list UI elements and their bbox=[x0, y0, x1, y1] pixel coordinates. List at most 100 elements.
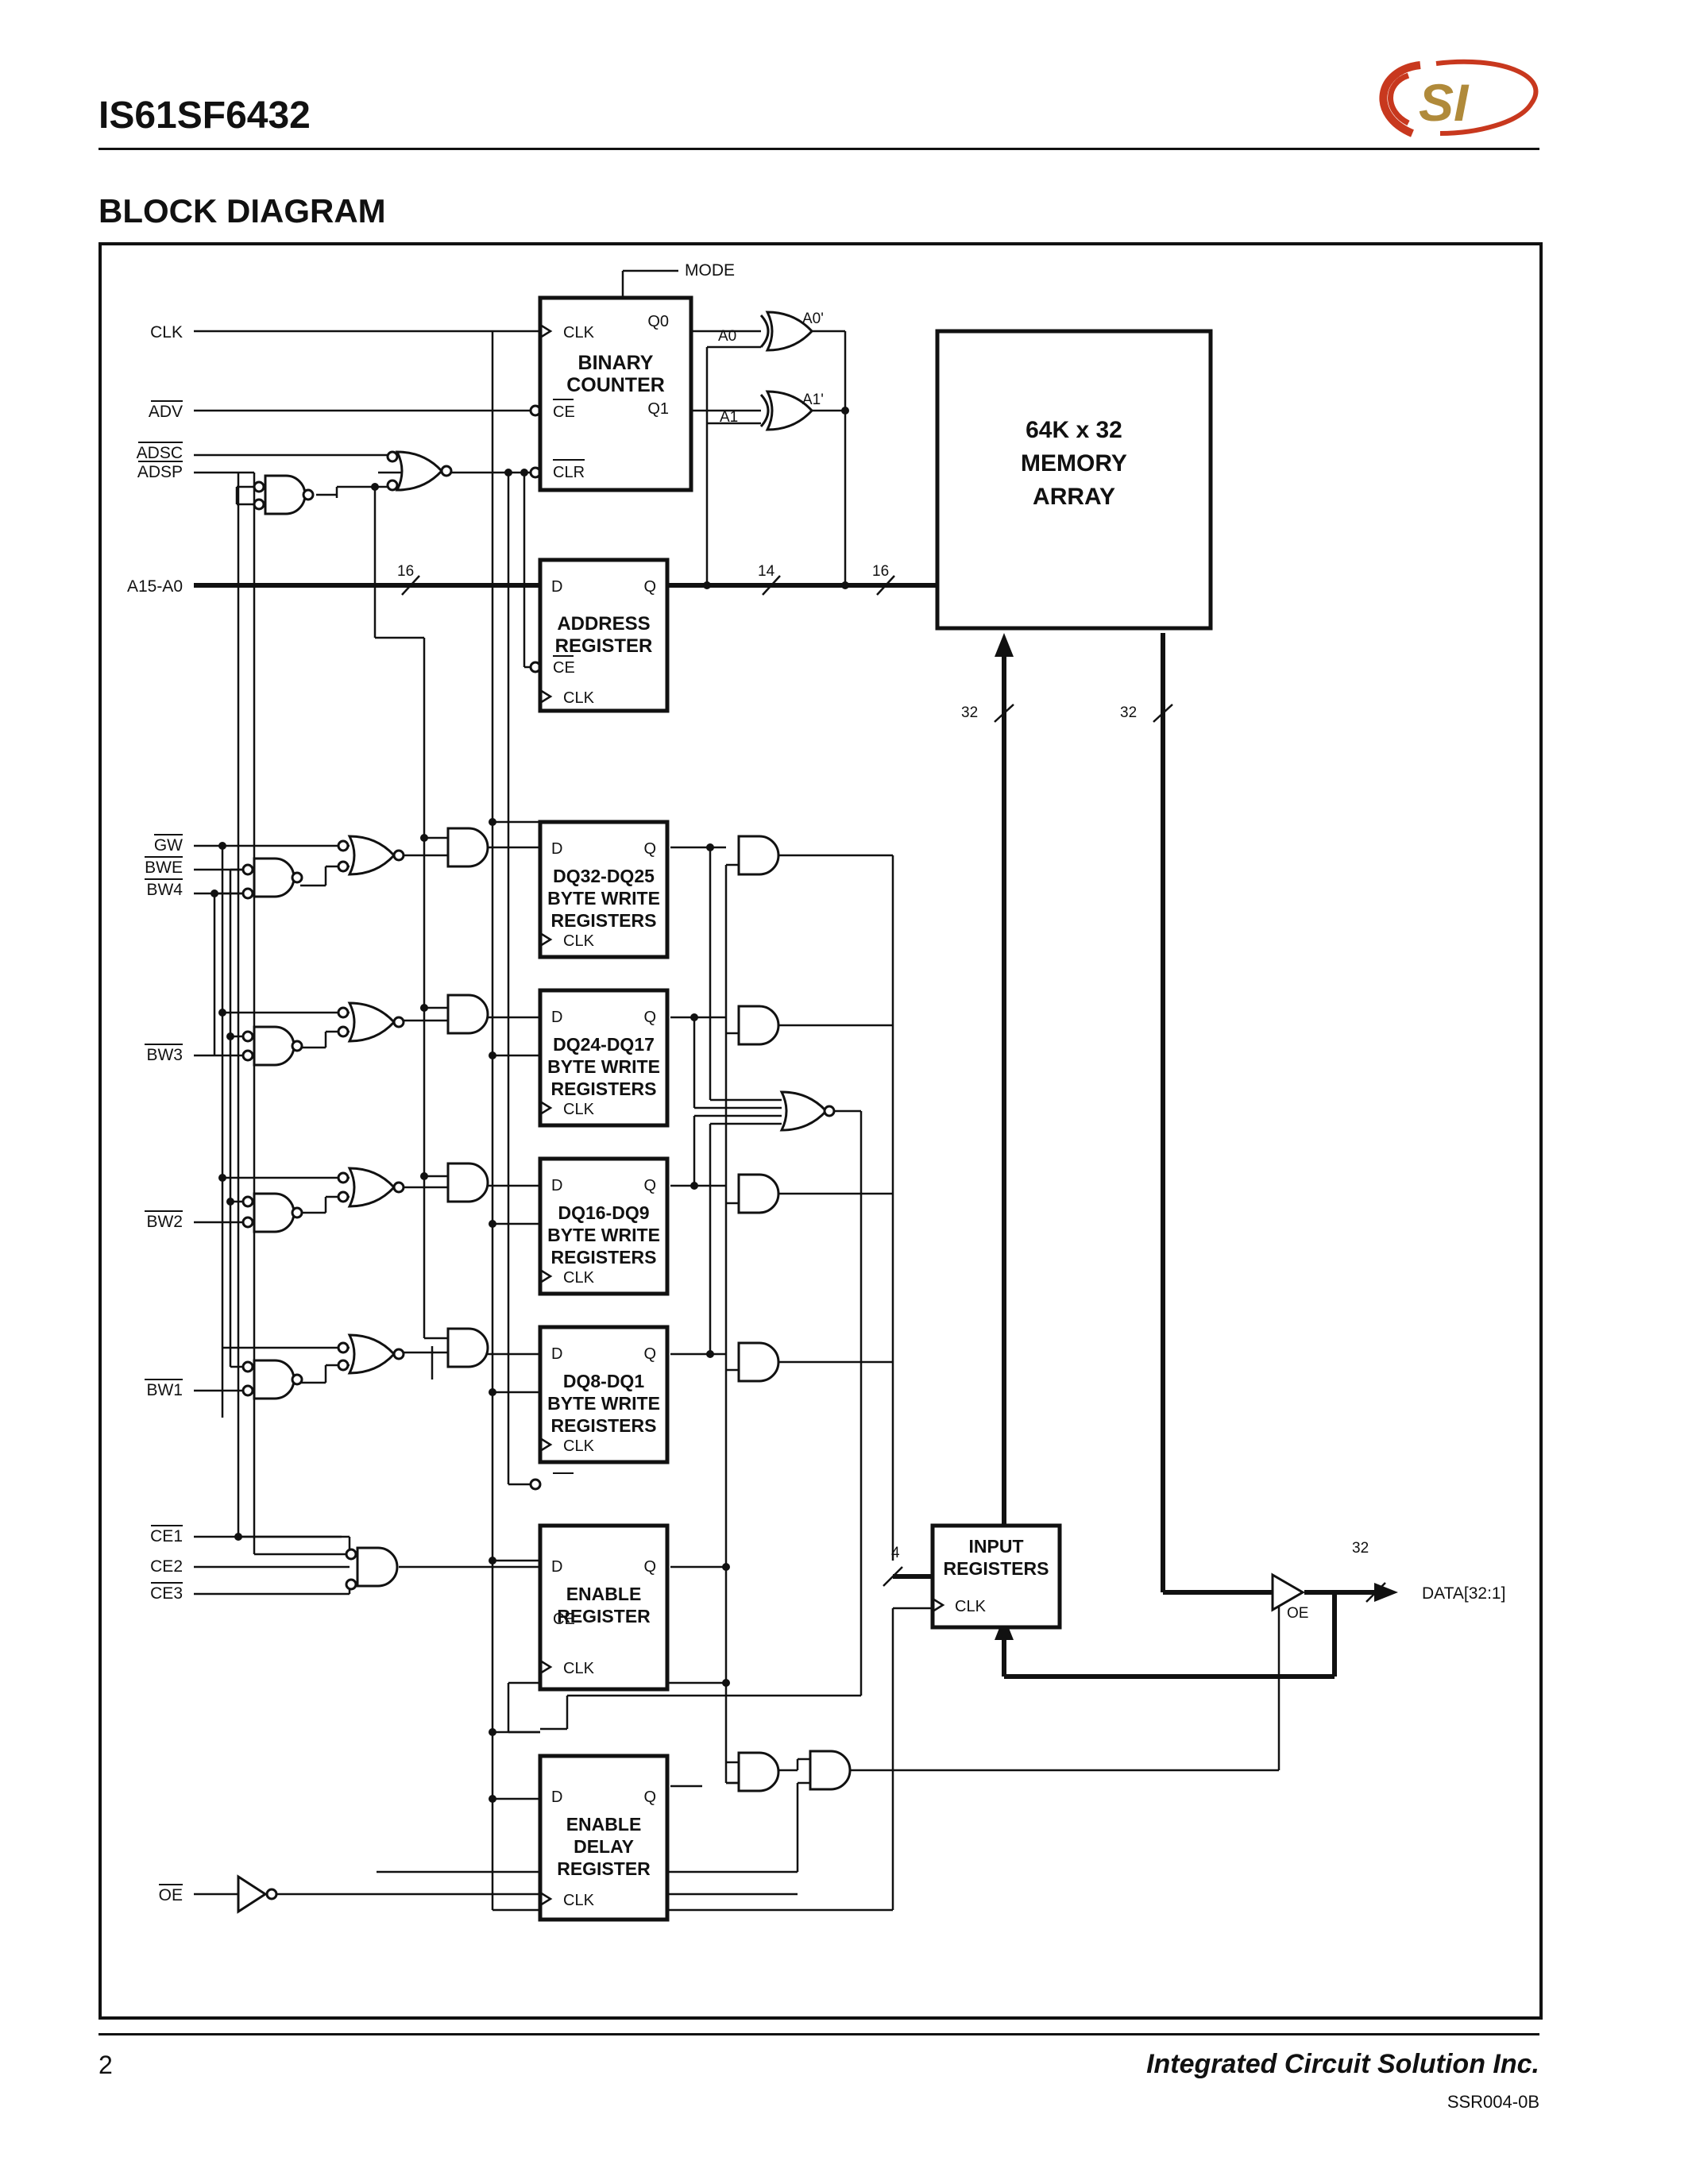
label-bw4: BW4 bbox=[146, 881, 183, 899]
svg-text:INPUT: INPUT bbox=[969, 1536, 1024, 1557]
svg-text:D: D bbox=[551, 1558, 562, 1576]
label-ce3: CE3 bbox=[150, 1584, 183, 1603]
memory-title-2: MEMORY bbox=[1021, 450, 1127, 477]
memory-title-3: ARRAY bbox=[1033, 484, 1115, 510]
svg-text:CLK: CLK bbox=[563, 1892, 595, 1909]
svg-text:14: 14 bbox=[758, 563, 775, 580]
overbars bbox=[138, 399, 585, 1885]
binary-counter bbox=[538, 295, 693, 492]
label-mode: MODE bbox=[685, 261, 735, 280]
svg-text:4: 4 bbox=[891, 1545, 900, 1561]
svg-text:REGISTER: REGISTER bbox=[557, 1858, 651, 1879]
svg-text:Q: Q bbox=[643, 1345, 656, 1363]
logo-text: SI bbox=[1419, 73, 1470, 132]
issi-logo: SI bbox=[1365, 56, 1547, 143]
svg-text:D: D bbox=[551, 840, 562, 858]
label-bwe: BWE bbox=[145, 859, 183, 877]
label-bw2: BW2 bbox=[146, 1213, 183, 1231]
svg-text:REGISTERS: REGISTERS bbox=[551, 1078, 657, 1099]
svg-text:Q1: Q1 bbox=[647, 400, 669, 418]
svg-text:CLK: CLK bbox=[955, 1598, 987, 1615]
label-bw3: BW3 bbox=[146, 1046, 183, 1064]
svg-text:A1: A1 bbox=[720, 409, 738, 426]
bus-ticks bbox=[401, 575, 1386, 1603]
svg-text:Q: Q bbox=[643, 1788, 656, 1806]
part-number: IS61SF6432 bbox=[98, 95, 311, 137]
document-code: SSR004-0B bbox=[1447, 2092, 1539, 2112]
svg-text:REGISTERS: REGISTERS bbox=[551, 1247, 657, 1268]
diagram-border bbox=[98, 242, 1543, 2020]
svg-text:CLK: CLK bbox=[563, 324, 595, 341]
label-clk: CLK bbox=[150, 323, 183, 341]
wires bbox=[194, 269, 1280, 1912]
logic-gates bbox=[237, 311, 1305, 1914]
byte-write-reg-2 bbox=[538, 988, 670, 1128]
svg-text:32: 32 bbox=[961, 704, 978, 721]
byte-write-reg-1 bbox=[538, 820, 670, 959]
svg-text:BYTE WRITE: BYTE WRITE bbox=[547, 888, 660, 909]
svg-text:Q: Q bbox=[643, 840, 656, 858]
input-labels: CLK ADV ADSC ADSP A15-A0 GW BWE BW4 BW3 … bbox=[127, 261, 735, 1904]
byte-write-reg-4 bbox=[538, 1325, 670, 1464]
svg-text:DQ16-DQ9: DQ16-DQ9 bbox=[558, 1202, 649, 1223]
signal-labels: A0 A1 A0' A1' 16 14 16 32 32 4 32 OE DAT… bbox=[397, 311, 1505, 1622]
svg-text:16: 16 bbox=[397, 563, 414, 580]
counter-labels: CLK Q0 Q1 CE CLR bbox=[553, 313, 669, 481]
svg-text:D: D bbox=[551, 1177, 562, 1194]
svg-text:CE: CE bbox=[553, 403, 575, 421]
svg-text:Q: Q bbox=[643, 1009, 656, 1026]
svg-text:Q: Q bbox=[643, 578, 656, 596]
label-adsp: ADSP bbox=[137, 463, 183, 481]
memory-array bbox=[935, 329, 1213, 631]
svg-text:CLK: CLK bbox=[563, 1437, 595, 1455]
label-ce2: CE2 bbox=[150, 1557, 183, 1576]
label-data-out: DATA[32:1] bbox=[1422, 1584, 1505, 1603]
block-diagram: CLK ADV ADSC ADSP A15-A0 GW BWE BW4 BW3 … bbox=[98, 242, 1544, 2021]
svg-text:OE: OE bbox=[1287, 1605, 1308, 1622]
header-rule bbox=[98, 148, 1539, 150]
svg-text:REGISTER: REGISTER bbox=[555, 635, 653, 657]
svg-text:16: 16 bbox=[872, 563, 889, 580]
svg-text:REGISTERS: REGISTERS bbox=[551, 1415, 657, 1436]
enable-register bbox=[538, 1523, 670, 1692]
counter-title-1: BINARY bbox=[578, 352, 654, 374]
label-gw: GW bbox=[154, 836, 183, 855]
svg-text:CE: CE bbox=[553, 1611, 575, 1628]
svg-text:CLK: CLK bbox=[563, 689, 595, 707]
label-adsc: ADSC bbox=[137, 444, 183, 462]
label-oe: OE bbox=[159, 1886, 183, 1904]
svg-text:ENABLE: ENABLE bbox=[566, 1814, 642, 1835]
company-name: Integrated Circuit Solution Inc. bbox=[1146, 2049, 1539, 2079]
svg-text:D: D bbox=[551, 1009, 562, 1026]
svg-text:DQ24-DQ17: DQ24-DQ17 bbox=[553, 1034, 655, 1055]
byte-write-reg-3 bbox=[538, 1156, 670, 1296]
blocks bbox=[538, 295, 1213, 1922]
svg-text:DQ8-DQ1: DQ8-DQ1 bbox=[563, 1371, 644, 1391]
svg-text:32: 32 bbox=[1352, 1540, 1369, 1557]
svg-text:D: D bbox=[551, 1345, 562, 1363]
memory-title-1: 64K x 32 bbox=[1026, 417, 1122, 443]
svg-text:CLK: CLK bbox=[563, 1660, 595, 1677]
input-registers bbox=[930, 1523, 1062, 1630]
svg-text:DELAY: DELAY bbox=[574, 1836, 634, 1857]
label-address: A15-A0 bbox=[127, 577, 183, 596]
svg-text:Q: Q bbox=[643, 1177, 656, 1194]
enable-delay-register bbox=[538, 1754, 670, 1922]
label-bw1: BW1 bbox=[146, 1381, 183, 1399]
svg-text:CLK: CLK bbox=[563, 1269, 595, 1287]
label-adv: ADV bbox=[149, 403, 183, 421]
svg-text:BYTE WRITE: BYTE WRITE bbox=[547, 1393, 660, 1414]
counter-title-2: COUNTER bbox=[566, 374, 665, 396]
svg-text:D: D bbox=[551, 1788, 562, 1806]
svg-text:BYTE WRITE: BYTE WRITE bbox=[547, 1225, 660, 1245]
svg-text:REGISTERS: REGISTERS bbox=[551, 910, 657, 931]
svg-text:CLK: CLK bbox=[563, 932, 595, 950]
svg-text:Q: Q bbox=[643, 1558, 656, 1576]
svg-text:ADDRESS: ADDRESS bbox=[557, 613, 650, 635]
svg-text:32: 32 bbox=[1120, 704, 1137, 721]
svg-text:CLR: CLR bbox=[553, 464, 585, 481]
svg-text:A0': A0' bbox=[802, 311, 824, 327]
footer-rule bbox=[98, 2033, 1539, 2035]
svg-text:A1': A1' bbox=[802, 392, 824, 408]
svg-text:REGISTERS: REGISTERS bbox=[944, 1558, 1049, 1579]
